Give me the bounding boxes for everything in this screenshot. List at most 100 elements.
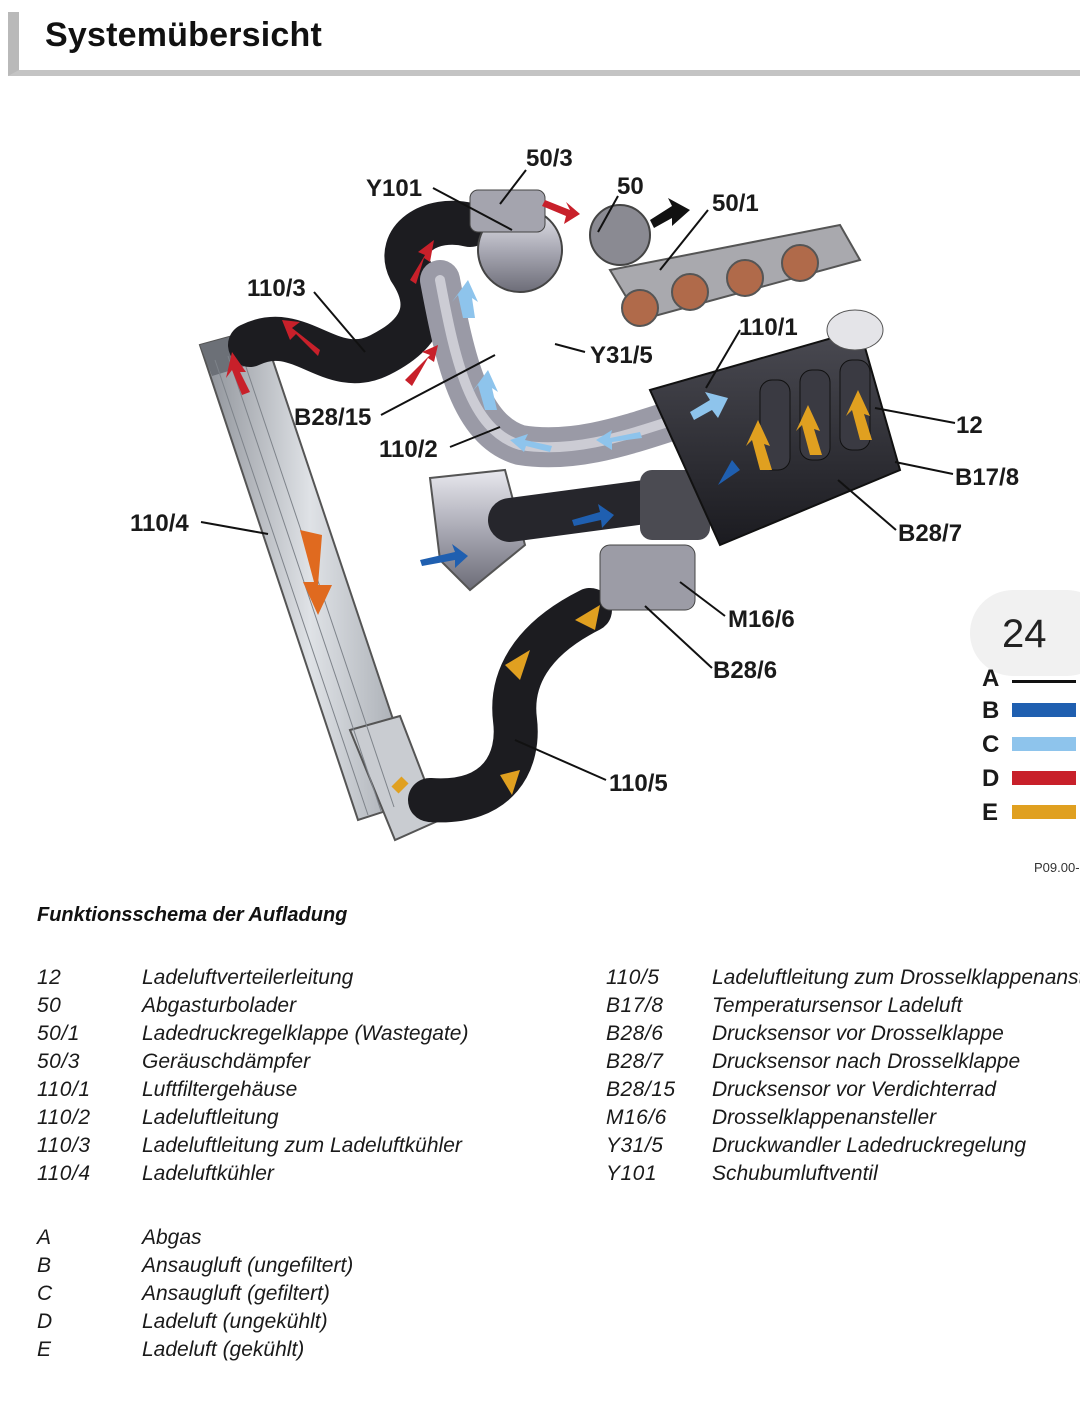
- list-item: D Ladeluft (ungekühlt): [37, 1310, 537, 1338]
- hose-110-3: [228, 200, 492, 384]
- item-code: 110/2: [37, 1106, 91, 1129]
- item-code: B17/8: [606, 994, 664, 1017]
- item-desc: Ladedruckregelklappe (Wastegate): [142, 1022, 469, 1045]
- legend-letter-b: B: [982, 697, 1000, 724]
- list-item: B28/7 Drucksensor nach Drosselklappe: [606, 1050, 1080, 1078]
- label-110-4: 110/4: [130, 510, 189, 537]
- label-50-3: 50/3: [526, 145, 573, 172]
- list-item: 110/1 Luftfiltergehäuse: [37, 1078, 577, 1106]
- item-code: 50/1: [37, 1022, 80, 1045]
- label-b28-7: B28/7: [898, 520, 962, 547]
- item-code: 50/3: [37, 1050, 80, 1073]
- item-desc: Ladeluft (gekühlt): [142, 1338, 305, 1361]
- legend-letter-a: A: [982, 665, 1000, 686]
- list-item: 50 Abgasturbolader: [37, 994, 577, 1022]
- label-b17-8: B17/8: [955, 464, 1019, 491]
- legend-line-d: [1012, 771, 1076, 785]
- item-desc: Geräuschdämpfer: [142, 1050, 311, 1073]
- page-header: Systemübersicht: [8, 12, 1080, 76]
- label-50-1: 50/1: [712, 190, 759, 217]
- legend-list: A Abgas B Ansaugluft (ungefiltert) C Ansaug…: [37, 1226, 537, 1366]
- item-code: Y101: [606, 1162, 658, 1185]
- item-code: 50: [37, 994, 62, 1017]
- label-y31-5: Y31/5: [590, 342, 653, 369]
- item-desc: Ladeluftleitung zum Ladeluftkühler: [142, 1134, 462, 1157]
- item-desc: Abgasturbolader: [142, 994, 297, 1017]
- item-code: M16/6: [606, 1106, 667, 1129]
- legend-letter-d: D: [982, 765, 1000, 792]
- exhaust-manifold: [608, 223, 862, 327]
- item-code: E: [37, 1338, 52, 1361]
- label-110-3: 110/3: [247, 275, 306, 302]
- list-item: B28/15 Drucksensor vor Verdichterrad: [606, 1078, 1080, 1106]
- figure-code: P09.00-: [1034, 860, 1080, 875]
- item-desc: Druckwandler Ladedruckregelung: [712, 1134, 1027, 1157]
- item-desc: Ansaugluft (ungefiltert): [142, 1254, 354, 1277]
- legend-line-b: [1012, 703, 1076, 717]
- item-desc: Drosselklappenansteller: [712, 1106, 937, 1129]
- item-code: 12: [37, 966, 62, 989]
- list-item: 110/5 Ladeluftleitung zum Drosselklappena…: [606, 966, 1080, 994]
- throttle-actuator: [599, 544, 696, 611]
- list-item: C Ansaugluft (gefiltert): [37, 1282, 537, 1310]
- item-desc: Ansaugluft (gefiltert): [142, 1282, 330, 1305]
- component-list-right: 110/5 Ladeluftleitung zum Drosselklappena…: [606, 966, 1080, 1190]
- item-desc: Drucksensor vor Drosselklappe: [712, 1022, 1004, 1045]
- page-title: Systemübersicht: [45, 16, 322, 54]
- item-code: 110/5: [606, 966, 660, 989]
- item-code: B: [37, 1254, 52, 1277]
- item-code: 110/1: [37, 1078, 91, 1101]
- item-code: B28/7: [606, 1050, 664, 1073]
- label-y101: Y101: [366, 175, 422, 202]
- label-b28-6: B28/6: [713, 657, 777, 684]
- item-desc: Ladeluftleitung zum Drosselklappenanst: [712, 966, 1080, 989]
- list-item: Y31/5 Druckwandler Ladedruckregelung: [606, 1134, 1080, 1162]
- item-code: C: [37, 1282, 53, 1305]
- item-code: B28/6: [606, 1022, 664, 1045]
- page-number: 24: [1002, 612, 1047, 656]
- legend-line-e: [1012, 805, 1076, 819]
- figure-caption: Funktionsschema der Aufladung: [37, 904, 348, 926]
- item-desc: Drucksensor vor Verdichterrad: [712, 1078, 996, 1101]
- list-item: 110/4 Ladeluftkühler: [37, 1162, 577, 1190]
- list-item: E Ladeluft (gekühlt): [37, 1338, 537, 1366]
- label-110-5: 110/5: [609, 770, 668, 797]
- list-item: 50/1 Ladedruckregelklappe (Wastegate): [37, 1022, 577, 1050]
- item-desc: Abgas: [142, 1226, 202, 1249]
- item-desc: Drucksensor nach Drosselklappe: [712, 1050, 1021, 1073]
- list-item: B28/6 Drucksensor vor Drosselklappe: [606, 1022, 1080, 1050]
- list-item: M16/6 Drosselklappenansteller: [606, 1106, 1080, 1134]
- label-110-1: 110/1: [739, 314, 798, 341]
- hose-110-5: [408, 588, 612, 823]
- item-code: 110/3: [37, 1134, 91, 1157]
- charging-system-diagram: 50/3 Y101 50 50/1 110/3 110/1 Y31/5 B28/…: [130, 145, 1019, 842]
- label-50: 50: [617, 173, 644, 200]
- legend-line-c: [1012, 737, 1076, 751]
- list-item: B17/8 Temperatursensor Ladeluft: [606, 994, 1080, 1022]
- label-110-2: 110/2: [379, 436, 438, 463]
- item-code: 110/4: [37, 1162, 91, 1185]
- item-code: B28/15: [606, 1078, 676, 1101]
- intake-manifold: [648, 309, 902, 547]
- item-code: D: [37, 1310, 53, 1333]
- item-desc: Luftfiltergehäuse: [142, 1078, 298, 1101]
- legend-letter-c: C: [982, 731, 1000, 758]
- item-desc: Temperatursensor Ladeluft: [712, 994, 963, 1017]
- turbocharger: [469, 189, 651, 293]
- page-number-badge: [970, 590, 1080, 676]
- list-item: Y101 Schubumluftventil: [606, 1162, 1080, 1190]
- label-12: 12: [956, 412, 983, 439]
- item-desc: Schubumluftventil: [712, 1162, 878, 1185]
- item-desc: Ladeluft (ungekühlt): [142, 1310, 328, 1333]
- item-code: A: [37, 1226, 52, 1249]
- label-m16-6: M16/6: [728, 606, 795, 633]
- item-code: Y31/5: [606, 1134, 664, 1157]
- list-item: A Abgas: [37, 1226, 537, 1254]
- legend-line-a: [1012, 680, 1076, 683]
- item-desc: Ladeluftkühler: [142, 1162, 274, 1185]
- label-b28-15: B28/15: [294, 404, 371, 431]
- list-item: 50/3 Geräuschdämpfer: [37, 1050, 577, 1078]
